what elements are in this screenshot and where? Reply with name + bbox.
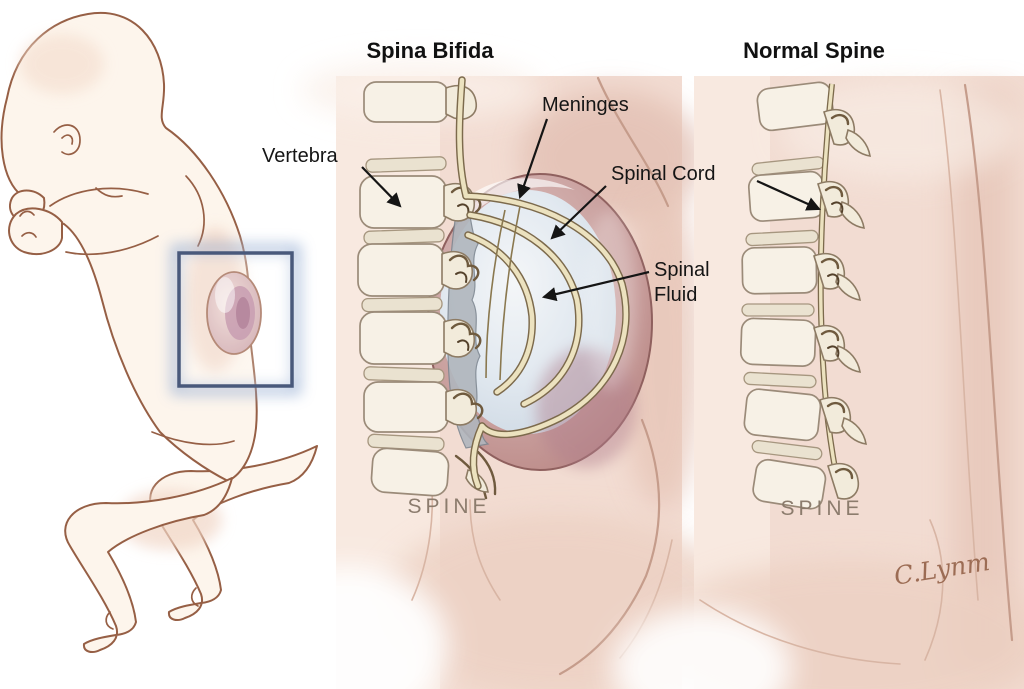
- spina-bifida-bulge: [206, 271, 262, 355]
- body-contour-lines: [699, 83, 1014, 665]
- title-spina-bifida: Spina Bifida: [366, 38, 494, 63]
- label-spinal-fluid-line2: Fluid: [654, 284, 697, 306]
- spinal-cord-arrow-right: [756, 179, 821, 211]
- vertebra: [359, 311, 482, 365]
- spine-caption-middle: SPINE: [407, 495, 490, 518]
- baby-arms: [8, 175, 205, 256]
- baby-near-leg: [64, 477, 233, 653]
- baby-figure: [0, 11, 318, 653]
- spine-caption-right: SPINE: [780, 497, 863, 520]
- vertebra: [741, 246, 818, 295]
- panel-spina-bifida: SPINE: [248, 60, 740, 689]
- vertebra: [756, 81, 835, 132]
- spine-column-normal: [739, 81, 871, 510]
- label-spinal-fluid-line1: Spinal: [654, 259, 710, 281]
- spine-column-spina-bifida: [357, 81, 497, 500]
- vertebra: [357, 243, 480, 297]
- vertebra: [739, 317, 817, 367]
- spinal-fluid-arrow: [541, 270, 650, 302]
- sac-highlight: [455, 178, 575, 214]
- baby-detail-lines: [95, 187, 235, 630]
- vertebra: [743, 388, 822, 442]
- highlight-box-glow: [171, 244, 301, 395]
- meninges-arrow: [517, 118, 549, 200]
- baby-ear-icon: [53, 124, 81, 156]
- panel-normal-spine: SPINE C.Lynm: [612, 76, 1024, 689]
- highlight-box: [171, 244, 301, 395]
- spinal-cord-nerves: [455, 76, 630, 490]
- label-meninges: Meninges: [542, 94, 629, 116]
- vertebra: [363, 381, 484, 433]
- vertebra: [747, 170, 826, 222]
- spinal-cord-arrow-left: [550, 185, 607, 240]
- vertebra: [752, 458, 827, 510]
- posterior-processes: [813, 108, 871, 500]
- title-normal-spine: Normal Spine: [743, 38, 885, 63]
- label-spinal-cord: Spinal Cord: [611, 163, 716, 185]
- panel-shading: [612, 80, 1024, 689]
- highlight-box-frame: [177, 251, 294, 388]
- annotations: Spina Bifida Normal Spine Vertebra Menin…: [262, 38, 885, 306]
- body-contour-lines: [411, 76, 673, 676]
- vertebra-arrow: [361, 166, 402, 208]
- label-vertebra: Vertebra: [262, 145, 338, 167]
